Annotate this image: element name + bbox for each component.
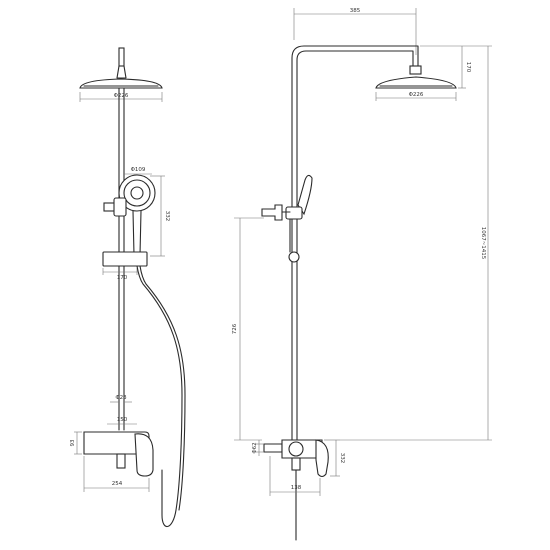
side-overhead-shower — [375, 76, 457, 89]
front-hand-shower-ring — [123, 179, 151, 207]
side-mixer-height-label: 332 — [339, 453, 345, 464]
front-hose-inner — [139, 265, 186, 511]
front-overhead-shower — [79, 78, 163, 89]
side-mixer-depth-label: 138 — [291, 485, 302, 491]
front-upper-bracket — [113, 197, 127, 217]
side-rail-height-label: 726 — [232, 323, 238, 334]
front-pipe-diameter-label: Φ23 — [115, 395, 127, 401]
side-overhead-diameter-label: Φ226 — [409, 92, 424, 98]
side-mixer-outlet — [291, 457, 301, 471]
side-hand-shower-head — [297, 174, 313, 216]
front-overhead-connector — [116, 65, 127, 79]
front-mixer-width-label: 254 — [112, 481, 123, 487]
front-hand-shower-center — [130, 186, 144, 200]
front-slider-bracket — [102, 251, 148, 267]
front-bracket-offset-label: 170 — [117, 275, 128, 281]
side-hand-holder — [285, 206, 303, 220]
front-mixer-height-label: 93 — [70, 439, 76, 446]
side-mixer-outlet-ring — [288, 441, 304, 457]
side-riser-arm-inner — [296, 50, 414, 441]
side-total-height-label: 1067~1415 — [480, 227, 486, 260]
front-hand-height-label: 332 — [164, 211, 170, 222]
front-mixer-lever — [134, 433, 154, 477]
side-overhead-connector — [409, 65, 422, 75]
side-inlet-height-label: Φ62 — [252, 442, 258, 453]
front-mixer-outlet — [116, 453, 126, 469]
front-hand-diameter-label: Φ109 — [131, 167, 146, 173]
front-hose-outer — [136, 265, 183, 527]
side-view: 385 Φ226 170 1067~1415 726 — [232, 8, 492, 541]
front-top-cap — [118, 47, 125, 67]
side-wall-bracket — [261, 204, 283, 221]
front-hand-shower-handle — [132, 210, 142, 256]
side-overhead-height-label: 170 — [465, 62, 471, 73]
side-mixer-lever — [315, 439, 329, 478]
side-riser-arm-outer — [291, 45, 419, 441]
front-spout-offset-label: 150 — [117, 417, 128, 423]
side-arm-reach-label: 385 — [350, 8, 361, 14]
side-wall-inlet — [263, 443, 283, 453]
front-view: Φ226 Φ109 332 170 Φ23 150 — [70, 47, 186, 527]
side-slider-knob — [288, 251, 300, 263]
front-overhead-diameter-label: Φ226 — [114, 93, 129, 99]
